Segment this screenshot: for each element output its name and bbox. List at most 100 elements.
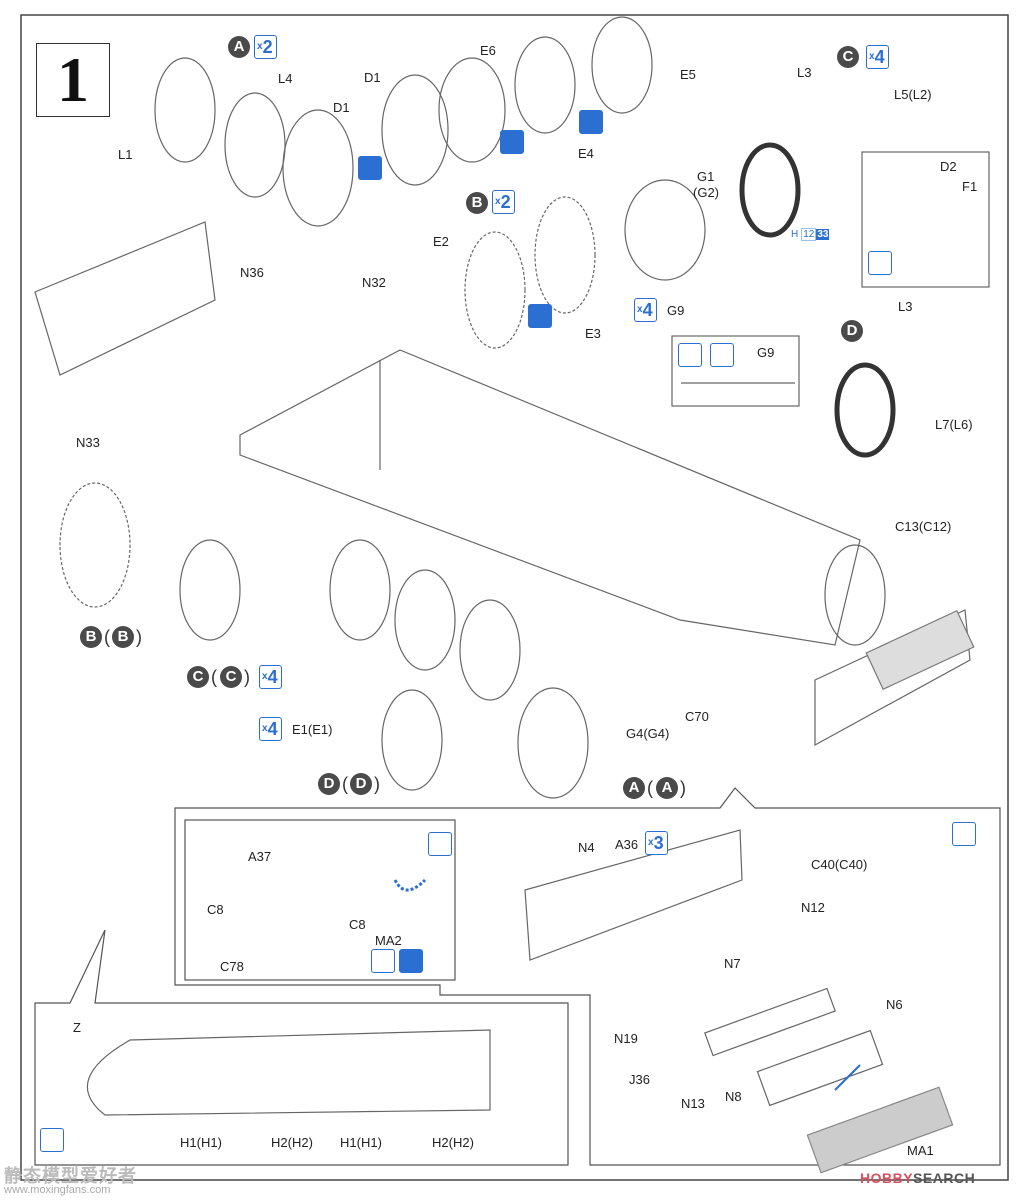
callout-B-mirror-badge: B bbox=[112, 626, 134, 648]
qty-value: 2 bbox=[500, 192, 511, 212]
qty-prefix: x bbox=[648, 837, 654, 848]
callout-A-badge: A bbox=[623, 777, 645, 799]
detail-frame-rear bbox=[174, 787, 1001, 1166]
label-L3-D: L3 bbox=[898, 299, 913, 314]
part-wheel-C4 bbox=[459, 599, 521, 701]
label-N19: N19 bbox=[614, 1031, 638, 1046]
part-G1 bbox=[624, 179, 706, 281]
part-E3 bbox=[534, 196, 596, 314]
label-L7: L7(L6) bbox=[935, 417, 973, 432]
step-frame bbox=[20, 14, 1009, 1181]
label-C70: C70 bbox=[685, 709, 709, 724]
callout-C-mirror-badge: C bbox=[220, 666, 242, 688]
paint-icon bbox=[678, 343, 702, 367]
part-wheel-C3 bbox=[394, 569, 456, 671]
callout-C-open: ( bbox=[211, 667, 217, 687]
label-D1-b: D1 bbox=[364, 70, 381, 85]
label-N6: N6 bbox=[886, 997, 903, 1012]
label-C40: C40(C40) bbox=[811, 857, 868, 872]
qty-value: 4 bbox=[874, 47, 885, 67]
label-D2: D2 bbox=[940, 159, 957, 174]
qty-prefix: x bbox=[869, 51, 875, 62]
callout-B-open: ( bbox=[104, 627, 110, 647]
label-L5: L5(L2) bbox=[894, 87, 932, 102]
callout-B-close: ) bbox=[136, 627, 142, 647]
label-F1: F1 bbox=[962, 179, 978, 194]
qty-value: 3 bbox=[653, 833, 664, 853]
label-H1-a: H1(H1) bbox=[180, 1135, 222, 1150]
label-N12: N12 bbox=[801, 900, 825, 915]
qty-prefix: x bbox=[495, 196, 501, 207]
label-C8: C8 bbox=[207, 902, 224, 917]
symmetric-assembly-icon bbox=[500, 130, 524, 154]
detail-inset-D2-F1 bbox=[861, 151, 990, 288]
hobby-search-logo: HOBBYSEARCH bbox=[860, 1170, 975, 1186]
label-H2-b: H2(H2) bbox=[432, 1135, 474, 1150]
qty-value: 4 bbox=[267, 719, 278, 739]
label-L1: L1 bbox=[118, 147, 133, 162]
label-MA1: MA1 bbox=[907, 1143, 934, 1158]
label-G9: G9 bbox=[667, 303, 685, 318]
callout-D-open: ( bbox=[342, 774, 348, 794]
glue-icon bbox=[40, 1128, 64, 1152]
callout-A-open: ( bbox=[647, 778, 653, 798]
symmetric-assembly-icon bbox=[528, 304, 552, 328]
qty-prefix: x bbox=[262, 723, 268, 734]
qty-B-badge: x2 bbox=[492, 190, 515, 214]
label-C78: C78 bbox=[220, 959, 244, 974]
qty-A-badge: x2 bbox=[254, 35, 277, 59]
label-H2-a: H2(H2) bbox=[271, 1135, 313, 1150]
label-N36: N36 bbox=[240, 265, 264, 280]
qty-value: 2 bbox=[262, 37, 273, 57]
qty-prefix: x bbox=[637, 304, 643, 315]
label-H1-b: H1(H1) bbox=[340, 1135, 382, 1150]
label-G1: G1 bbox=[697, 169, 715, 184]
part-wheel-D bbox=[381, 689, 443, 791]
label-N32: N32 bbox=[362, 275, 386, 290]
label-N8: N8 bbox=[725, 1089, 742, 1104]
glue-icon bbox=[952, 822, 976, 846]
paint-icon bbox=[371, 949, 395, 973]
label-E1: E1(E1) bbox=[292, 722, 333, 737]
label-E3: E3 bbox=[585, 326, 601, 341]
part-D1 bbox=[282, 109, 354, 227]
qty-E1-badge: x4 bbox=[259, 717, 282, 741]
part-D1b bbox=[381, 74, 449, 186]
watermark-url: www.moxingfans.com bbox=[4, 1184, 111, 1196]
part-L1 bbox=[154, 57, 216, 163]
qty-C-callout: x4 bbox=[259, 665, 282, 689]
callout-B-badge: B bbox=[80, 626, 102, 648]
label-Z: Z bbox=[73, 1020, 81, 1035]
label-G2: (G2) bbox=[693, 185, 719, 200]
logo-part-a: HOBBY bbox=[860, 1170, 914, 1186]
detail-inset-C8 bbox=[184, 819, 456, 981]
part-N4 bbox=[524, 829, 743, 961]
label-A37: A37 bbox=[248, 849, 272, 864]
qty-value: 4 bbox=[642, 300, 653, 320]
part-C-wheel bbox=[739, 142, 801, 238]
label-L3-C: L3 bbox=[797, 65, 812, 80]
label-N4: N4 bbox=[578, 840, 595, 855]
part-E6 bbox=[438, 57, 506, 163]
label-G9-inset: G9 bbox=[757, 345, 775, 360]
logo-part-b: SEARCH bbox=[913, 1170, 976, 1186]
weathering-icon bbox=[710, 343, 734, 367]
label-C13: C13(C12) bbox=[895, 519, 952, 534]
part-hull-side bbox=[239, 349, 861, 646]
callout-D-badge: D bbox=[318, 773, 340, 795]
glue-icon bbox=[868, 251, 892, 275]
part-N7 bbox=[704, 987, 836, 1057]
callout-A-mirror-badge: A bbox=[656, 777, 678, 799]
paint-code-a: 12 bbox=[801, 228, 817, 241]
part-MA2-chain bbox=[393, 878, 427, 892]
step-number-text: 1 bbox=[57, 44, 89, 115]
subassembly-B-badge: B bbox=[466, 192, 488, 214]
part-E5 bbox=[591, 16, 653, 114]
part-wheel-C2 bbox=[329, 539, 391, 641]
step-number: 1 bbox=[36, 43, 110, 117]
label-L4: L4 bbox=[278, 71, 293, 86]
part-MA1 bbox=[806, 1086, 954, 1174]
label-E5: E5 bbox=[680, 67, 696, 82]
watermark-cn: 静态模型爱好者 bbox=[4, 1166, 137, 1186]
